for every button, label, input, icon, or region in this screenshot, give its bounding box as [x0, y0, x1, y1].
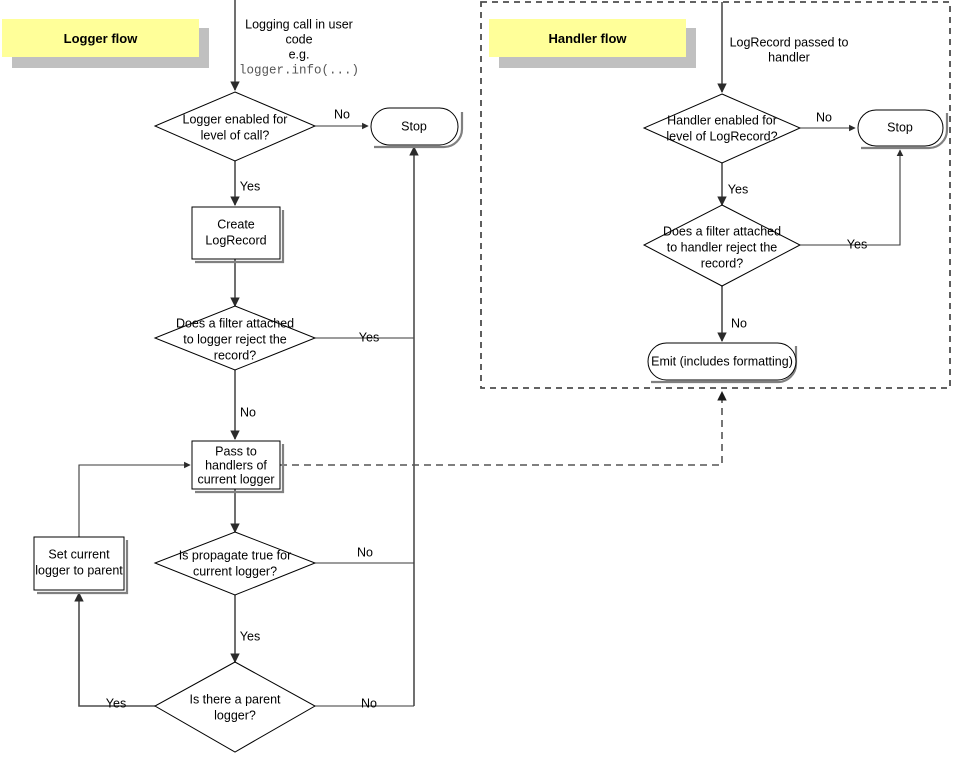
logger-filter-decision-line3: record?	[214, 348, 256, 362]
edge-label-logger-enabled-no: No	[334, 107, 350, 121]
pass-to-handlers-line1: Pass to	[215, 444, 257, 458]
stop-handler-label: Stop	[887, 120, 913, 134]
handler-enabled-decision-shape	[642, 93, 802, 164]
logger-enabled-decision-line2: level of call?	[201, 128, 270, 142]
logger-entry-note-line2: code	[285, 32, 312, 46]
logger-entry-note-line3: e.g.	[289, 47, 310, 61]
edge-label-handler-enabled-no: No	[816, 110, 832, 124]
handler-entry-note-line1: LogRecord passed to	[730, 35, 849, 49]
logger-filter-decision-line1: Does a filter attached	[176, 316, 294, 330]
pass-to-handlers-shape	[191, 440, 281, 490]
propagate-decision-line2: current logger?	[193, 564, 277, 578]
handler-filter-decision[interactable]: Does a filter attached to handler reject…	[642, 204, 802, 287]
stop-logger-shape	[370, 107, 459, 146]
stop-logger-shadow	[374, 112, 464, 149]
parent-logger-decision-shape	[153, 661, 317, 753]
handler-flow-banner-label: Handler flow	[548, 30, 627, 46]
logger-enabled-decision-shape	[153, 91, 317, 162]
propagate-decision-line1: Is propagate true for	[179, 548, 292, 562]
create-logrecord-line1: Create	[217, 217, 255, 231]
edge-label-handler-filter-yes: Yes	[847, 237, 867, 251]
logger-entry-note-line4: logger.info(...)	[239, 63, 359, 77]
handler-enabled-decision-line2: level of LogRecord?	[666, 129, 777, 143]
set-current-logger-line2: logger to parent	[35, 563, 123, 577]
create-logrecord-node[interactable]: Create LogRecord	[191, 206, 285, 264]
handler-filter-decision-shape	[642, 204, 802, 287]
edge-pass-to-handler-region	[280, 391, 727, 466]
propagate-decision-shape	[153, 531, 317, 596]
edge-set-parent-to-pass	[78, 461, 191, 537]
logger-entry-note-line1: Logging call in user	[245, 17, 353, 31]
handler-entry-note-line2: handler	[768, 50, 810, 64]
pass-to-handlers-line3: current logger	[197, 472, 274, 486]
logger-flow-banner-label: Logger flow	[63, 30, 138, 46]
handler-entry-note: LogRecord passed to handler	[730, 35, 849, 64]
emit-node[interactable]: Emit (includes formatting)	[647, 342, 798, 384]
handler-filter-decision-line3: record?	[701, 256, 743, 270]
handler-flow-banner: Handler flow	[489, 19, 686, 57]
logger-entry-note: Logging call in user code e.g. logger.in…	[239, 17, 359, 77]
set-current-logger-to-parent-node[interactable]: Set current logger to parent	[33, 536, 129, 595]
emit-shape	[647, 342, 797, 381]
edge-label-propagate-no: No	[357, 545, 373, 559]
logger-filter-decision-shape	[153, 305, 317, 371]
edge-label-parent-yes: Yes	[106, 696, 126, 710]
edge-label-logger-filter-yes: Yes	[359, 330, 379, 344]
edge-handler-filter-yes	[800, 149, 904, 246]
edge-label-logger-filter-no: No	[240, 405, 256, 419]
handler-enabled-decision-line1: Handler enabled for	[667, 113, 777, 127]
logger-flow-banner: Logger flow	[2, 19, 199, 57]
stop-handler-shadow	[861, 113, 949, 150]
edge-parent-yes	[74, 592, 155, 707]
set-current-logger-shadow	[37, 540, 129, 595]
pass-to-handlers-line2: handlers of	[205, 458, 267, 472]
edge-label-handler-filter-no: No	[731, 316, 747, 330]
logger-filter-decision[interactable]: Does a filter attached to logger reject …	[153, 305, 317, 371]
edge-label-propagate-yes: Yes	[240, 629, 260, 643]
create-logrecord-shadow	[195, 210, 285, 264]
create-logrecord-shape	[191, 206, 281, 260]
handler-region-boundary	[480, 1, 951, 389]
logger-enabled-decision-line1: Logger enabled for	[183, 112, 288, 126]
logger-enabled-decision[interactable]: Logger enabled for level of call?	[153, 91, 317, 162]
propagate-decision[interactable]: Is propagate true for current logger?	[153, 531, 317, 596]
handler-filter-decision-line1: Does a filter attached	[663, 224, 781, 238]
emit-label: Emit (includes formatting)	[651, 354, 793, 368]
pass-to-handlers-shadow	[195, 444, 285, 494]
pass-to-handlers-node[interactable]: Pass to handlers of current logger	[191, 440, 285, 494]
edge-label-logger-enabled-yes: Yes	[240, 179, 260, 193]
stop-logger-node[interactable]: Stop	[370, 107, 464, 149]
edge-label-handler-enabled-yes: Yes	[728, 182, 748, 196]
stop-handler-shape	[857, 109, 944, 147]
create-logrecord-line2: LogRecord	[205, 233, 266, 247]
parent-logger-decision[interactable]: Is there a parent logger?	[153, 661, 317, 753]
set-current-logger-line1: Set current	[48, 547, 110, 561]
handler-filter-decision-line2: to handler reject the	[667, 240, 778, 254]
handler-enabled-decision[interactable]: Handler enabled for level of LogRecord?	[642, 93, 802, 164]
edge-label-parent-no: No	[361, 696, 377, 710]
logger-filter-decision-line2: to logger reject the	[183, 332, 287, 346]
stop-logger-label: Stop	[401, 119, 427, 133]
set-current-logger-shape	[33, 536, 125, 591]
stop-handler-node[interactable]: Stop	[857, 109, 949, 150]
parent-logger-decision-line2: logger?	[214, 708, 256, 722]
parent-logger-decision-line1: Is there a parent	[189, 692, 281, 706]
